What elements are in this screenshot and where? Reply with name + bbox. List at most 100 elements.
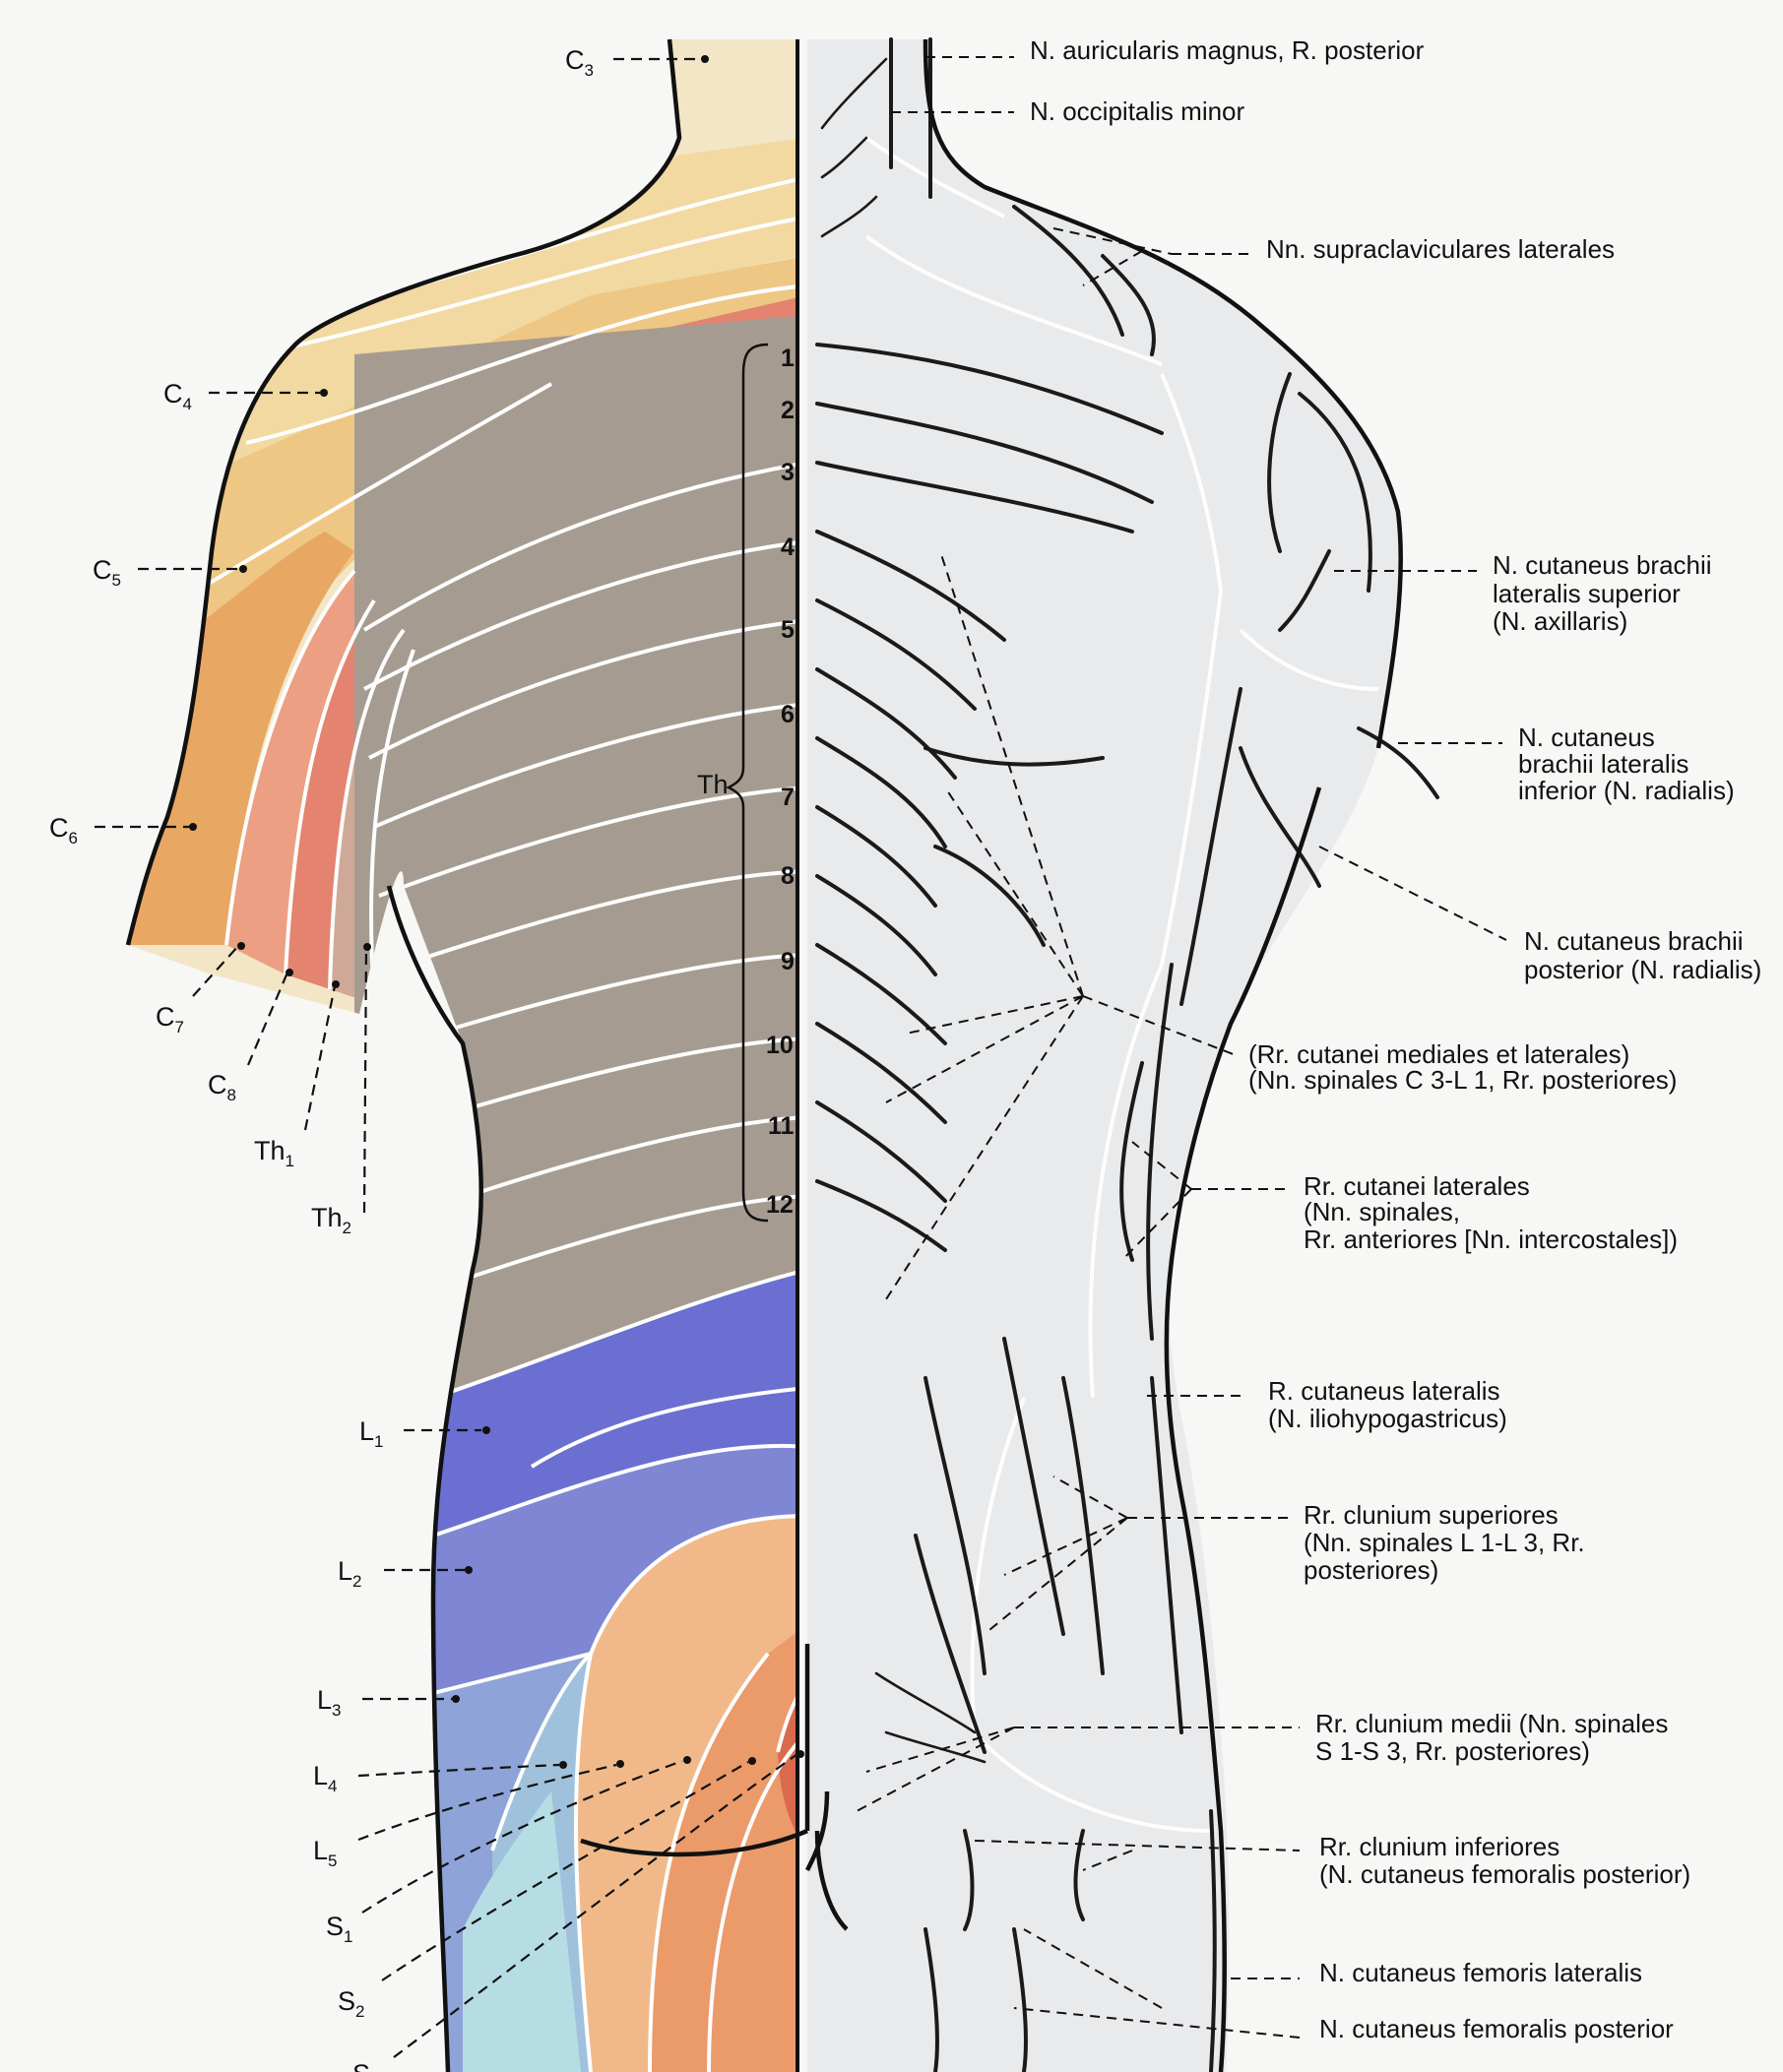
cutaneous-nerves-half [807, 37, 1439, 2072]
svg-text:C3: C3 [565, 45, 594, 80]
label-r-cutaneus-lateralis: R. cutaneus lateralis (N. iliohypogastri… [1147, 1376, 1507, 1433]
dermatome-l5-area [463, 1791, 581, 2072]
segment-label-th2: Th2 [311, 943, 371, 1237]
svg-text:lateralis superior: lateralis superior [1493, 579, 1681, 608]
dermatome-map [128, 39, 797, 2072]
segment-label-l5: L5 [313, 1760, 624, 1870]
svg-text:S1: S1 [326, 1912, 352, 1946]
thoracic-number-4: 4 [781, 534, 795, 561]
svg-text:C6: C6 [49, 813, 78, 848]
label-n-cutaneus-brachii-post: N. cutaneus brachii posterior (N. radial… [1318, 846, 1761, 984]
segment-label-l2: L2 [338, 1556, 473, 1591]
svg-text:N. auricularis magnus, R. post: N. auricularis magnus, R. posterior [1030, 35, 1425, 65]
segment-label-th1: Th1 [254, 980, 340, 1170]
dermatome-s3-area [778, 1683, 797, 1851]
label-rr-clunium-superiores: Rr. clunium superiores (Nn. spinales L 1… [984, 1476, 1585, 1635]
svg-text:L1: L1 [359, 1416, 384, 1451]
dermatome-l2-area [433, 1446, 797, 1693]
svg-text:brachii lateralis: brachii lateralis [1518, 749, 1688, 779]
segment-label-c8: C8 [208, 969, 293, 1104]
thoracic-number-2: 2 [781, 397, 795, 424]
svg-text:Rr. cutanei laterales: Rr. cutanei laterales [1304, 1171, 1530, 1201]
svg-text:Rr. clunium inferiores: Rr. clunium inferiores [1319, 1832, 1560, 1861]
dermatome-l1-area [433, 1270, 797, 1536]
svg-text:N. cutaneus: N. cutaneus [1518, 722, 1655, 752]
segment-label-c5: C5 [93, 555, 247, 590]
svg-text:R. cutaneus lateralis: R. cutaneus lateralis [1268, 1376, 1500, 1406]
body-outline [125, 38, 1403, 2072]
svg-text:inferior (N. radialis): inferior (N. radialis) [1518, 776, 1735, 805]
right-side-skin [807, 39, 1401, 2072]
segment-label-c4: C4 [163, 379, 328, 413]
svg-text:L5: L5 [313, 1836, 338, 1870]
segment-labels: C3 C4 C5 C6 C7 C8 Th1 Th2 [49, 45, 804, 2072]
segment-label-l1: L1 [359, 1416, 490, 1451]
svg-text:Th2: Th2 [311, 1203, 351, 1237]
svg-text:(N. iliohypogastricus): (N. iliohypogastricus) [1268, 1404, 1507, 1433]
thoracic-group-label: Th [697, 770, 729, 799]
svg-text:Rr. clunium superiores: Rr. clunium superiores [1304, 1500, 1559, 1530]
svg-text:N. cutaneus femoris lateralis: N. cutaneus femoris lateralis [1319, 1958, 1642, 1987]
dermatome-c6-area [128, 532, 354, 945]
svg-text:S 1-S 3, Rr. posteriores): S 1-S 3, Rr. posteriores) [1315, 1736, 1590, 1766]
svg-text:C5: C5 [93, 555, 121, 590]
label-n-cutaneus-brachii-lat-inf: N. cutaneus brachii lateralis inferior (… [1398, 722, 1735, 805]
svg-text:posterior (N. radialis): posterior (N. radialis) [1524, 955, 1761, 984]
svg-text:Rr. anteriores [Nn. intercosta: Rr. anteriores [Nn. intercostales]) [1304, 1224, 1678, 1254]
svg-text:L3: L3 [317, 1685, 342, 1720]
segment-label-l4: L4 [313, 1761, 567, 1795]
label-n-cutaneus-femoris-lat: N. cutaneus femoris lateralis [1231, 1958, 1642, 1987]
svg-text:(Rr. cutanei mediales et later: (Rr. cutanei mediales et laterales) [1248, 1039, 1629, 1069]
dermatome-c7-area [226, 571, 384, 974]
svg-text:S2: S2 [338, 1986, 364, 2021]
segment-label-s2: S2 [338, 1757, 756, 2021]
segment-label-c6: C6 [49, 813, 197, 848]
svg-text:(N. axillaris): (N. axillaris) [1493, 606, 1627, 636]
svg-text:C7: C7 [156, 1002, 184, 1036]
thoracic-number-1: 1 [781, 345, 795, 372]
svg-text:C4: C4 [163, 379, 192, 413]
label-rr-clunium-inferiores: Rr. clunium inferiores (N. cutaneus femo… [974, 1832, 1690, 1889]
thoracic-number-3: 3 [781, 459, 795, 486]
thoracic-number-10: 10 [766, 1032, 794, 1059]
label-nn-supraclaviculares: Nn. supraclaviculares laterales [1052, 227, 1615, 286]
segment-label-c3: C3 [565, 45, 709, 80]
svg-text:posteriores): posteriores) [1304, 1555, 1438, 1585]
svg-text:(Nn. spinales C 3-L 1, Rr. pos: (Nn. spinales C 3-L 1, Rr. posteriores) [1248, 1065, 1677, 1095]
svg-text:C8: C8 [208, 1070, 236, 1104]
svg-text:(N. cutaneus femoralis posteri: (N. cutaneus femoralis posterior) [1319, 1859, 1690, 1889]
label-n-cutaneus-femoralis-post: N. cutaneus femoralis posterior [1013, 1928, 1674, 2043]
dermatome-s2-area [650, 1624, 797, 2072]
svg-text:L2: L2 [338, 1556, 362, 1591]
label-rr-clunium-medii: Rr. clunium medii (Nn. spinales S 1-S 3,… [856, 1709, 1668, 1812]
svg-text:N. cutaneus brachii: N. cutaneus brachii [1524, 926, 1744, 956]
thoracic-number-7: 7 [781, 784, 795, 811]
segment-label-c7: C7 [156, 942, 245, 1036]
label-n-auricularis-magnus: N. auricularis magnus, R. posterior [925, 35, 1425, 65]
thoracic-number-11: 11 [768, 1112, 795, 1140]
svg-text:(Nn. spinales L 1-L 3, Rr.: (Nn. spinales L 1-L 3, Rr. [1304, 1528, 1585, 1557]
svg-text:N. occipitalis minor: N. occipitalis minor [1030, 96, 1245, 126]
svg-text:Th1: Th1 [254, 1136, 294, 1170]
label-n-cutaneus-brachii-lat-sup: N. cutaneus brachii lateralis superior (… [1334, 550, 1712, 636]
thoracic-number-12: 12 [766, 1191, 794, 1219]
svg-text:N. cutaneus brachii: N. cutaneus brachii [1493, 550, 1712, 580]
label-n-occipitalis-minor: N. occipitalis minor [891, 96, 1245, 126]
thoracic-number-5: 5 [781, 616, 795, 644]
thoracic-number-9: 9 [781, 948, 795, 975]
nerve-labels: N. auricularis magnus, R. posterior N. o… [856, 35, 1761, 2043]
dermatome-boundaries [195, 175, 797, 2072]
segment-label-s3: S3 [352, 1750, 804, 2072]
svg-text:Rr. clunium medii (Nn. spinale: Rr. clunium medii (Nn. spinales [1315, 1709, 1668, 1738]
svg-text:N. cutaneus femoralis posterio: N. cutaneus femoralis posterior [1319, 2014, 1674, 2043]
label-rr-cutanei-mediales: (Rr. cutanei mediales et laterales) (Nn.… [885, 550, 1677, 1300]
segment-label-l3: L3 [317, 1685, 460, 1720]
svg-text:Nn. supraclaviculares laterale: Nn. supraclaviculares laterales [1266, 234, 1615, 264]
svg-text:S3: S3 [352, 2059, 379, 2072]
svg-text:L4: L4 [313, 1761, 338, 1795]
svg-text:(Nn. spinales,: (Nn. spinales, [1304, 1197, 1460, 1226]
thoracic-numbering: Th 1 2 3 4 5 6 7 8 9 10 11 12 [697, 343, 795, 1223]
label-rr-cutanei-laterales: Rr. cutanei laterales (Nn. spinales, Rr.… [1121, 1141, 1678, 1261]
